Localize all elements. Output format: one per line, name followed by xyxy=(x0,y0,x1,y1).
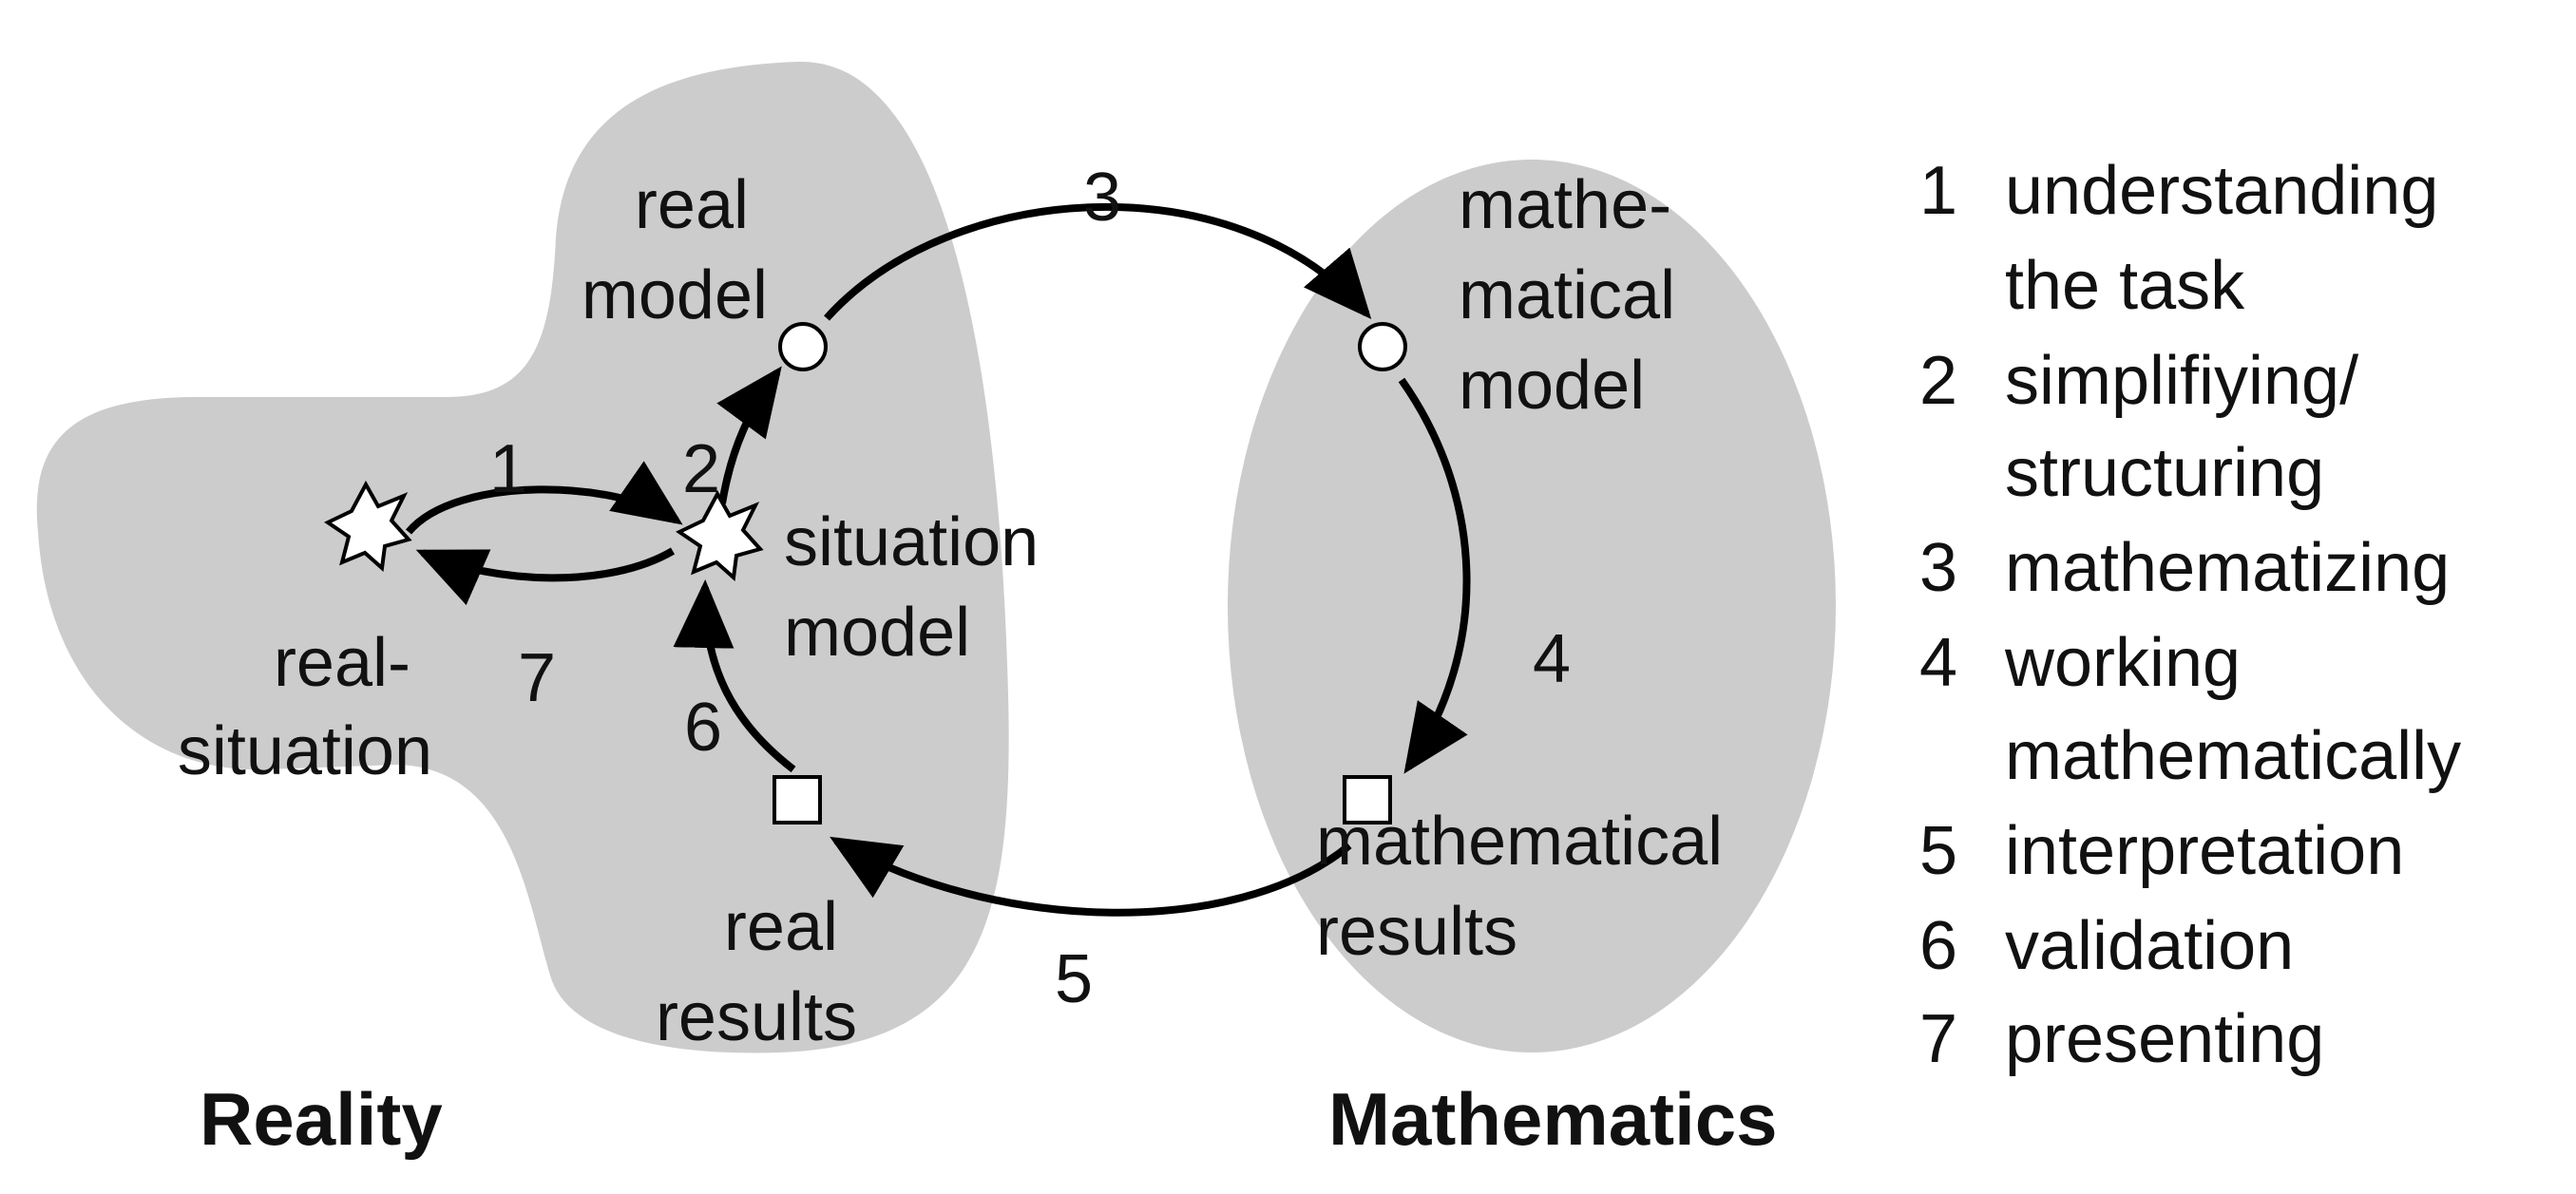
situation-model-label: situation model xyxy=(784,504,1058,671)
mathematical-model-label: mathe- matical model xyxy=(1459,167,1694,424)
real-situation-star-icon xyxy=(324,480,412,573)
step-number-6: 6 xyxy=(684,690,722,766)
reality-region xyxy=(36,61,1009,1053)
step-number-2: 2 xyxy=(682,431,720,507)
legend-text: structuring xyxy=(2005,435,2324,511)
situation-model-star-icon xyxy=(676,489,764,582)
legend-text: understanding xyxy=(2005,153,2438,229)
mathematical-results-label: mathematical results xyxy=(1316,804,1742,970)
arrow-step-6 xyxy=(673,579,796,773)
legend-text: working xyxy=(2004,625,2241,701)
arrow-step-1 xyxy=(405,461,683,535)
legend-text: validation xyxy=(2005,908,2294,984)
legend-text: simplifiying/ xyxy=(2005,343,2358,419)
legend-number: 5 xyxy=(1919,813,1957,889)
real-situation-label: real- situation xyxy=(178,625,432,789)
legend-text: mathematizing xyxy=(2005,530,2450,606)
arrow-step-7 xyxy=(415,547,676,606)
legend-text: the task xyxy=(2005,248,2245,324)
step-number-4: 4 xyxy=(1533,621,1571,697)
mathematical-results-square-icon xyxy=(1343,775,1392,824)
legend-text: mathematically xyxy=(2005,718,2461,794)
reality-title: Reality xyxy=(200,1077,443,1161)
mathematics-title: Mathematics xyxy=(1328,1077,1778,1161)
arrow-step-5 xyxy=(830,836,1352,917)
real-model-circle-icon xyxy=(778,322,828,371)
legend-number: 1 xyxy=(1919,153,1957,229)
real-results-square-icon xyxy=(773,775,822,824)
legend-text: presenting xyxy=(2005,1001,2324,1077)
step-number-1: 1 xyxy=(489,431,527,507)
legend: 1 understanding the task 2 simplifiying/… xyxy=(1919,153,2461,1077)
legend-number: 6 xyxy=(1919,908,1957,984)
mathematical-model-circle-icon xyxy=(1358,322,1407,371)
real-model-label: real model xyxy=(582,167,768,333)
step-number-5: 5 xyxy=(1055,941,1093,1017)
arrow-step-2 xyxy=(716,366,782,504)
legend-number: 4 xyxy=(1919,625,1957,701)
real-results-label: real results xyxy=(656,889,857,1055)
step-number-7: 7 xyxy=(518,640,556,716)
legend-number: 7 xyxy=(1919,1001,1957,1077)
arrow-step-4 xyxy=(1398,377,1471,774)
step-number-3: 3 xyxy=(1083,160,1121,236)
mathematics-region xyxy=(1228,160,1836,1052)
arrow-step-3 xyxy=(824,202,1372,321)
legend-number: 3 xyxy=(1919,530,1957,606)
legend-text: interpretation xyxy=(2005,813,2404,889)
legend-number: 2 xyxy=(1919,343,1957,419)
